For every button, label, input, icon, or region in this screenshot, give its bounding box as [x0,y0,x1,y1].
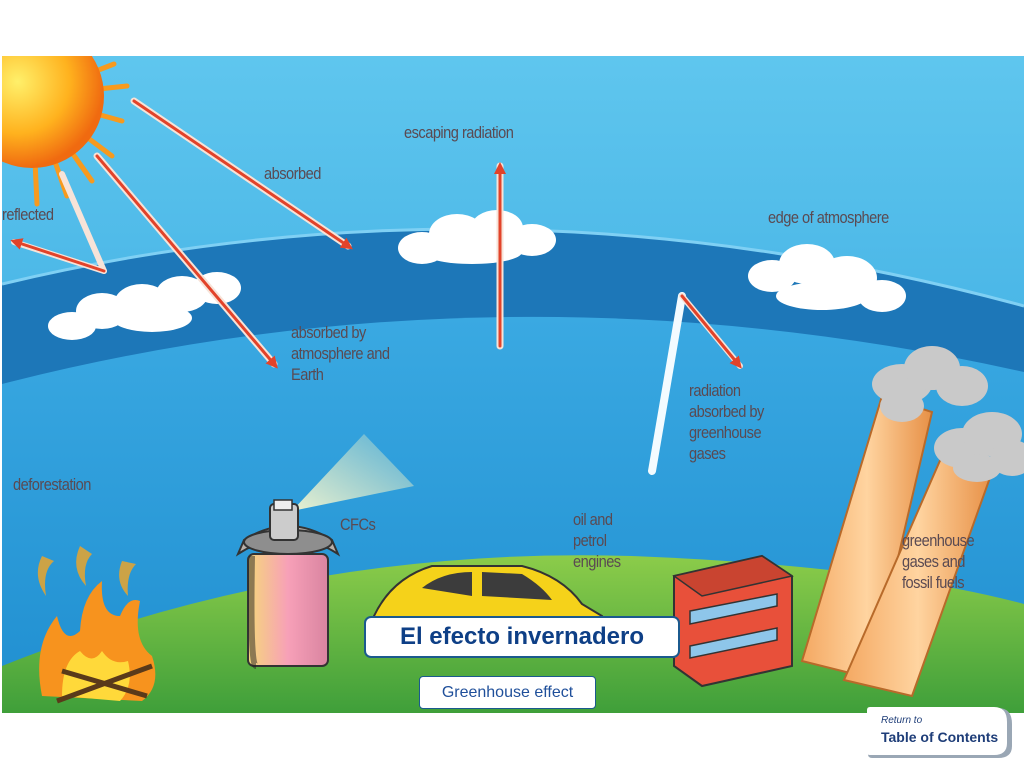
label-escaping-radiation: escaping radiation [404,123,514,142]
label-oil-petrol-engines: oil and petrol engines [573,510,621,571]
diagram-artwork [0,24,1024,713]
toc-return-to-label: Return to [881,715,923,726]
page-title: El efecto invernadero [364,616,680,658]
label-absorbed-by-atmosphere: absorbed by atmosphere and Earth [291,323,390,384]
cfc-spray [292,434,414,511]
aerosol-can-icon [235,499,341,669]
return-to-toc-button[interactable]: Return to Table of Contents [866,706,1012,760]
toc-table-of-contents-label: Table of Contents [881,729,999,745]
cloud [748,244,906,312]
factory-building-icon [672,554,794,688]
toc-button-shape [867,707,1012,758]
smoke [872,346,1024,482]
label-reflected: reflected [2,205,54,224]
page-subtitle: Greenhouse effect [419,676,596,709]
sun [0,24,130,207]
greenhouse-diagram: escaping radiation absorbed reflected ed… [0,24,1024,713]
label-edge-of-atmosphere: edge of atmosphere [768,208,889,227]
fire-icon [37,546,156,704]
label-greenhouse-gases: greenhouse gases and fossil fuels [902,531,975,592]
label-radiation-absorbed: radiation absorbed by greenhouse gases [689,381,764,463]
label-deforestation: deforestation [13,475,91,494]
label-absorbed: absorbed [264,164,321,183]
label-cfcs: CFCs [340,515,376,534]
